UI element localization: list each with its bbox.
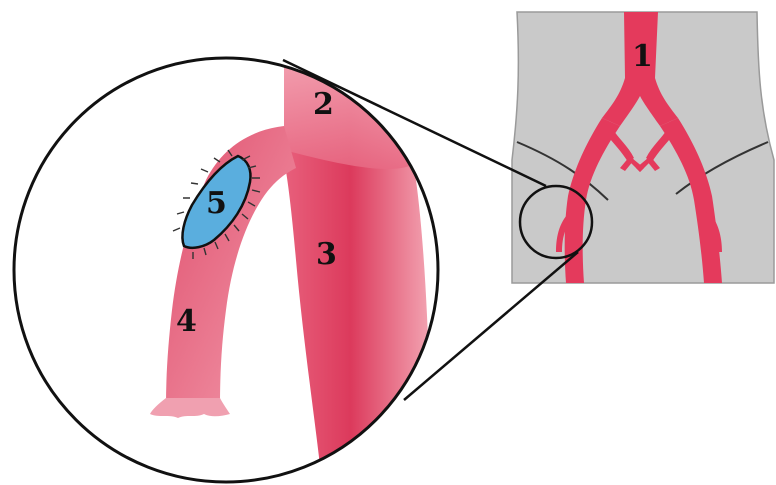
label-5: 5 [206, 186, 227, 221]
label-3: 3 [316, 237, 337, 272]
artery-2 [284, 60, 412, 169]
label-1: 1 [632, 39, 653, 74]
label-2: 2 [313, 87, 334, 122]
magnified-view [14, 58, 438, 485]
label-4: 4 [176, 304, 197, 339]
